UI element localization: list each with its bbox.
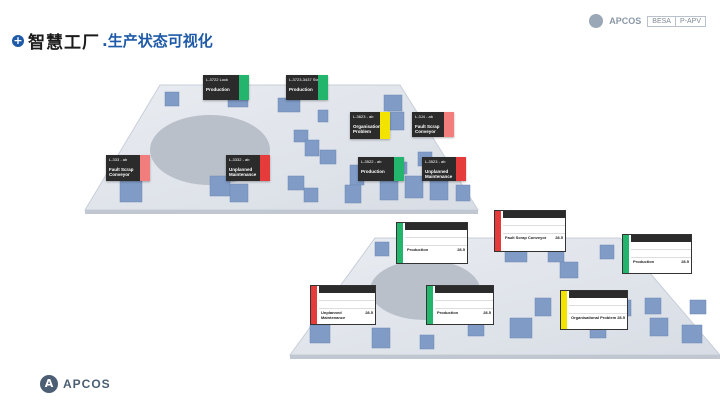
card-row [569, 298, 627, 306]
status-color-bar [380, 112, 390, 139]
card-header [631, 235, 691, 242]
status-color-bar [318, 75, 328, 100]
status-color-bar [561, 291, 567, 329]
status-color-bar [427, 286, 433, 324]
status-text: Production [407, 247, 429, 252]
brand-header: APCOS BESA P-APV [589, 14, 706, 28]
status-color-bar [623, 235, 629, 273]
apcos-logo-icon: A [40, 375, 58, 393]
plus-circle-icon: + [12, 33, 24, 47]
status-value: 28.5 [483, 310, 491, 315]
card-row [435, 301, 493, 309]
brand-footer: A APCOS [40, 375, 111, 393]
brand-name: APCOS [609, 16, 642, 26]
machine-status-card[interactable]: Fault Scrap Conveyor 28.5 [494, 210, 566, 252]
machine-id: L-3J4 - ab [415, 114, 434, 119]
card-row [319, 301, 375, 309]
status-color-bar [260, 155, 270, 181]
card-row [503, 218, 565, 226]
machine-id: L-3523 - ab [425, 159, 446, 164]
status-color-bar [239, 75, 249, 100]
card-header [405, 223, 467, 230]
status-color-bar [495, 211, 501, 251]
machine-status-label[interactable]: L-333 - ab Fault Scrap Conveyor [106, 155, 150, 181]
machine-id: L-3722 Lock [206, 77, 229, 82]
status-text: Production [633, 259, 655, 264]
status-color-bar [397, 223, 403, 263]
status-color-bar [444, 112, 454, 137]
machine-status-card[interactable]: Unplanned Maintenance 28.5 [310, 285, 376, 325]
status-color-bar [140, 155, 150, 181]
machine-id: L-3723-3437 Stand [289, 77, 324, 82]
machine-status-label[interactable]: L-3623 - ab Organisational Problem [350, 112, 390, 139]
page-title: + 智慧工厂 .生产状态可视化 [12, 28, 213, 53]
apcos-logo-icon [589, 14, 604, 28]
title-main: 智慧工厂 [28, 33, 100, 53]
status-text: Unplanned Maintenance [425, 169, 453, 179]
machine-id: L-3623 - ab [353, 114, 374, 119]
brand-tag: BESA [652, 17, 671, 25]
machine-status-card[interactable]: Production 28.5 [622, 234, 692, 274]
brand-tag: P-APV [674, 16, 705, 26]
card-row [405, 238, 467, 246]
status-color-bar [311, 286, 317, 324]
status-value: 28.5 [457, 247, 465, 252]
status-text: Unplanned Maintenance [321, 310, 346, 320]
card-header [319, 286, 375, 293]
card-header [503, 211, 565, 218]
card-row [503, 226, 565, 234]
status-value: 28.5 [617, 315, 625, 320]
card-row [319, 293, 375, 301]
status-text: Production [437, 310, 459, 315]
status-text: Fault Scrap Conveyor [415, 124, 440, 134]
status-text: Fault Scrap Conveyor [505, 235, 547, 240]
card-header [569, 291, 627, 298]
status-value: 28.5 [365, 310, 373, 315]
brand-footer-name: APCOS [63, 377, 111, 391]
brand-tags: BESA P-APV [647, 15, 706, 27]
card-row [569, 306, 627, 314]
status-text: Organisational Problem [571, 315, 617, 320]
card-row [631, 242, 691, 250]
status-text: Unplanned Maintenance [229, 167, 257, 177]
status-value: 28.5 [555, 235, 563, 240]
card-row [435, 293, 493, 301]
status-color-bar [394, 157, 404, 181]
machine-id: L-3522 - ab [361, 159, 382, 164]
status-text: Production [206, 87, 230, 92]
card-row [405, 230, 467, 238]
machine-status-label[interactable]: L-3522 - ab Production [358, 157, 404, 181]
machine-status-card[interactable]: Production 28.5 [396, 222, 468, 264]
status-color-bar [456, 157, 466, 181]
status-text: Production [289, 87, 313, 92]
machine-status-card[interactable]: Production 28.5 [426, 285, 494, 325]
machine-id: L-3332 - ab [229, 157, 250, 162]
status-value: 28.5 [681, 259, 689, 264]
status-text: Production [361, 169, 385, 174]
card-header [435, 286, 493, 293]
card-row [631, 250, 691, 258]
machine-id: L-333 - ab [109, 157, 128, 162]
machine-status-label[interactable]: L-3J4 - ab Fault Scrap Conveyor [412, 112, 454, 137]
machine-status-label[interactable]: L-3332 - ab Unplanned Maintenance [226, 155, 270, 181]
machine-status-label[interactable]: L-3523 - ab Unplanned Maintenance [422, 157, 466, 181]
status-text: Fault Scrap Conveyor [109, 167, 134, 177]
status-text: Organisational Problem [353, 124, 385, 134]
title-sub: .生产状态可视化 [102, 32, 213, 50]
